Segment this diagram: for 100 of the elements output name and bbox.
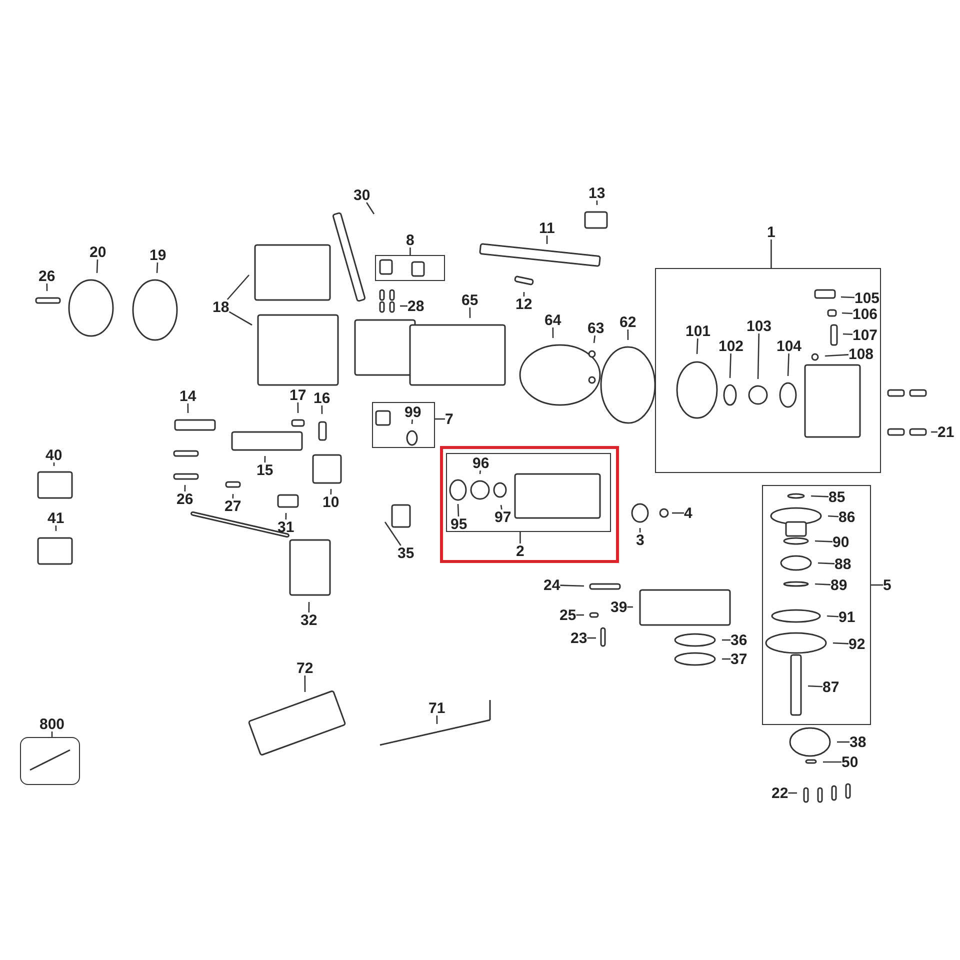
leader-line bbox=[366, 202, 375, 214]
callout-number: 14 bbox=[180, 388, 196, 404]
callout-number: 106 bbox=[852, 306, 878, 322]
parts-group-frame bbox=[655, 268, 881, 473]
callout-number: 20 bbox=[90, 244, 106, 260]
callout-number: 96 bbox=[472, 456, 490, 470]
callout-number: 64 bbox=[544, 312, 562, 328]
leader-line bbox=[46, 284, 48, 291]
callout-number: 85 bbox=[828, 490, 846, 504]
leader-line bbox=[51, 732, 53, 737]
leader-line bbox=[828, 515, 839, 518]
parts-group-frame bbox=[372, 402, 435, 448]
callout-number: 37 bbox=[730, 652, 748, 666]
callout-number: 12 bbox=[516, 296, 532, 312]
leader-line bbox=[576, 614, 584, 616]
leader-line bbox=[729, 353, 732, 378]
callout-number: 2 bbox=[516, 544, 524, 558]
callout-number: 39 bbox=[610, 600, 628, 614]
callout-number: 24 bbox=[544, 578, 560, 592]
callout-number: 103 bbox=[746, 318, 772, 334]
callout-number: 27 bbox=[224, 498, 242, 514]
leader-line bbox=[770, 240, 772, 268]
leader-line bbox=[411, 419, 413, 424]
leader-line bbox=[627, 606, 633, 608]
leader-line bbox=[384, 522, 402, 546]
callout-number: 97 bbox=[494, 510, 512, 524]
leader-line bbox=[552, 328, 554, 338]
leader-line bbox=[297, 402, 299, 413]
callout-number: 88 bbox=[834, 556, 852, 572]
callout-number: 26 bbox=[176, 492, 194, 506]
callout-number: 800 bbox=[40, 716, 65, 732]
leader-line bbox=[330, 488, 332, 495]
callout-number: 8 bbox=[406, 232, 414, 248]
leader-line bbox=[457, 504, 460, 517]
leader-line bbox=[810, 495, 829, 498]
leader-line bbox=[469, 308, 471, 318]
leader-line bbox=[672, 512, 684, 514]
leader-line bbox=[818, 562, 835, 564]
leader-line bbox=[436, 716, 438, 724]
leader-line bbox=[832, 642, 849, 644]
leader-line bbox=[722, 658, 730, 660]
leader-line bbox=[546, 236, 548, 244]
callout-number: 62 bbox=[620, 314, 636, 330]
callout-number: 104 bbox=[776, 338, 802, 354]
callout-number: 71 bbox=[428, 700, 446, 716]
leader-line bbox=[931, 431, 938, 433]
leader-line bbox=[523, 292, 525, 297]
callout-number: 102 bbox=[718, 338, 744, 354]
leader-line bbox=[823, 761, 842, 763]
parts-group-frame bbox=[375, 255, 445, 281]
callout-number: 87 bbox=[822, 680, 840, 694]
callout-number: 86 bbox=[838, 510, 856, 524]
callout-number: 1 bbox=[767, 224, 776, 240]
leader-line bbox=[837, 741, 850, 743]
callout-number: 18 bbox=[212, 300, 230, 314]
leader-line bbox=[560, 584, 584, 587]
callout-number: 99 bbox=[404, 404, 422, 420]
callout-number: 10 bbox=[322, 494, 340, 510]
leader-line bbox=[500, 504, 502, 510]
leader-line bbox=[787, 353, 790, 376]
callout-number: 21 bbox=[938, 424, 954, 440]
leader-line bbox=[824, 354, 849, 357]
leader-line bbox=[321, 406, 323, 414]
leader-line bbox=[232, 494, 234, 499]
leader-line bbox=[593, 335, 596, 344]
parts-group-frame bbox=[20, 737, 80, 785]
callout-number: 35 bbox=[398, 546, 414, 560]
leader-line bbox=[814, 583, 831, 586]
leader-line bbox=[808, 685, 823, 688]
callout-number: 32 bbox=[300, 612, 318, 628]
callout-number: 4 bbox=[684, 506, 692, 520]
callout-number: 36 bbox=[730, 632, 748, 648]
callout-number: 89 bbox=[830, 578, 848, 592]
callout-number: 91 bbox=[838, 610, 856, 624]
callout-number: 41 bbox=[48, 510, 64, 526]
callout-number: 3 bbox=[636, 532, 644, 548]
callout-number: 13 bbox=[588, 186, 606, 200]
callout-number: 105 bbox=[854, 290, 880, 306]
leader-line bbox=[788, 792, 797, 794]
leader-line bbox=[264, 456, 266, 462]
callout-number: 101 bbox=[686, 324, 711, 338]
callout-number: 38 bbox=[850, 734, 866, 750]
callout-number: 11 bbox=[539, 220, 555, 236]
leader-line bbox=[587, 637, 596, 639]
callout-number: 7 bbox=[445, 412, 454, 426]
callout-number: 90 bbox=[832, 534, 850, 550]
leader-line bbox=[96, 259, 98, 274]
callout-number: 22 bbox=[772, 786, 788, 800]
callout-number: 25 bbox=[560, 608, 576, 622]
leader-line bbox=[308, 602, 310, 612]
leader-line bbox=[479, 470, 481, 474]
callout-number: 40 bbox=[46, 448, 62, 462]
leader-line bbox=[840, 296, 855, 298]
leader-line bbox=[826, 615, 839, 618]
callout-number: 72 bbox=[296, 660, 314, 676]
callout-number: 26 bbox=[38, 268, 56, 284]
leader-line bbox=[596, 200, 598, 206]
callout-number: 30 bbox=[354, 188, 370, 202]
leader-line bbox=[55, 525, 57, 532]
leader-line bbox=[53, 462, 55, 466]
